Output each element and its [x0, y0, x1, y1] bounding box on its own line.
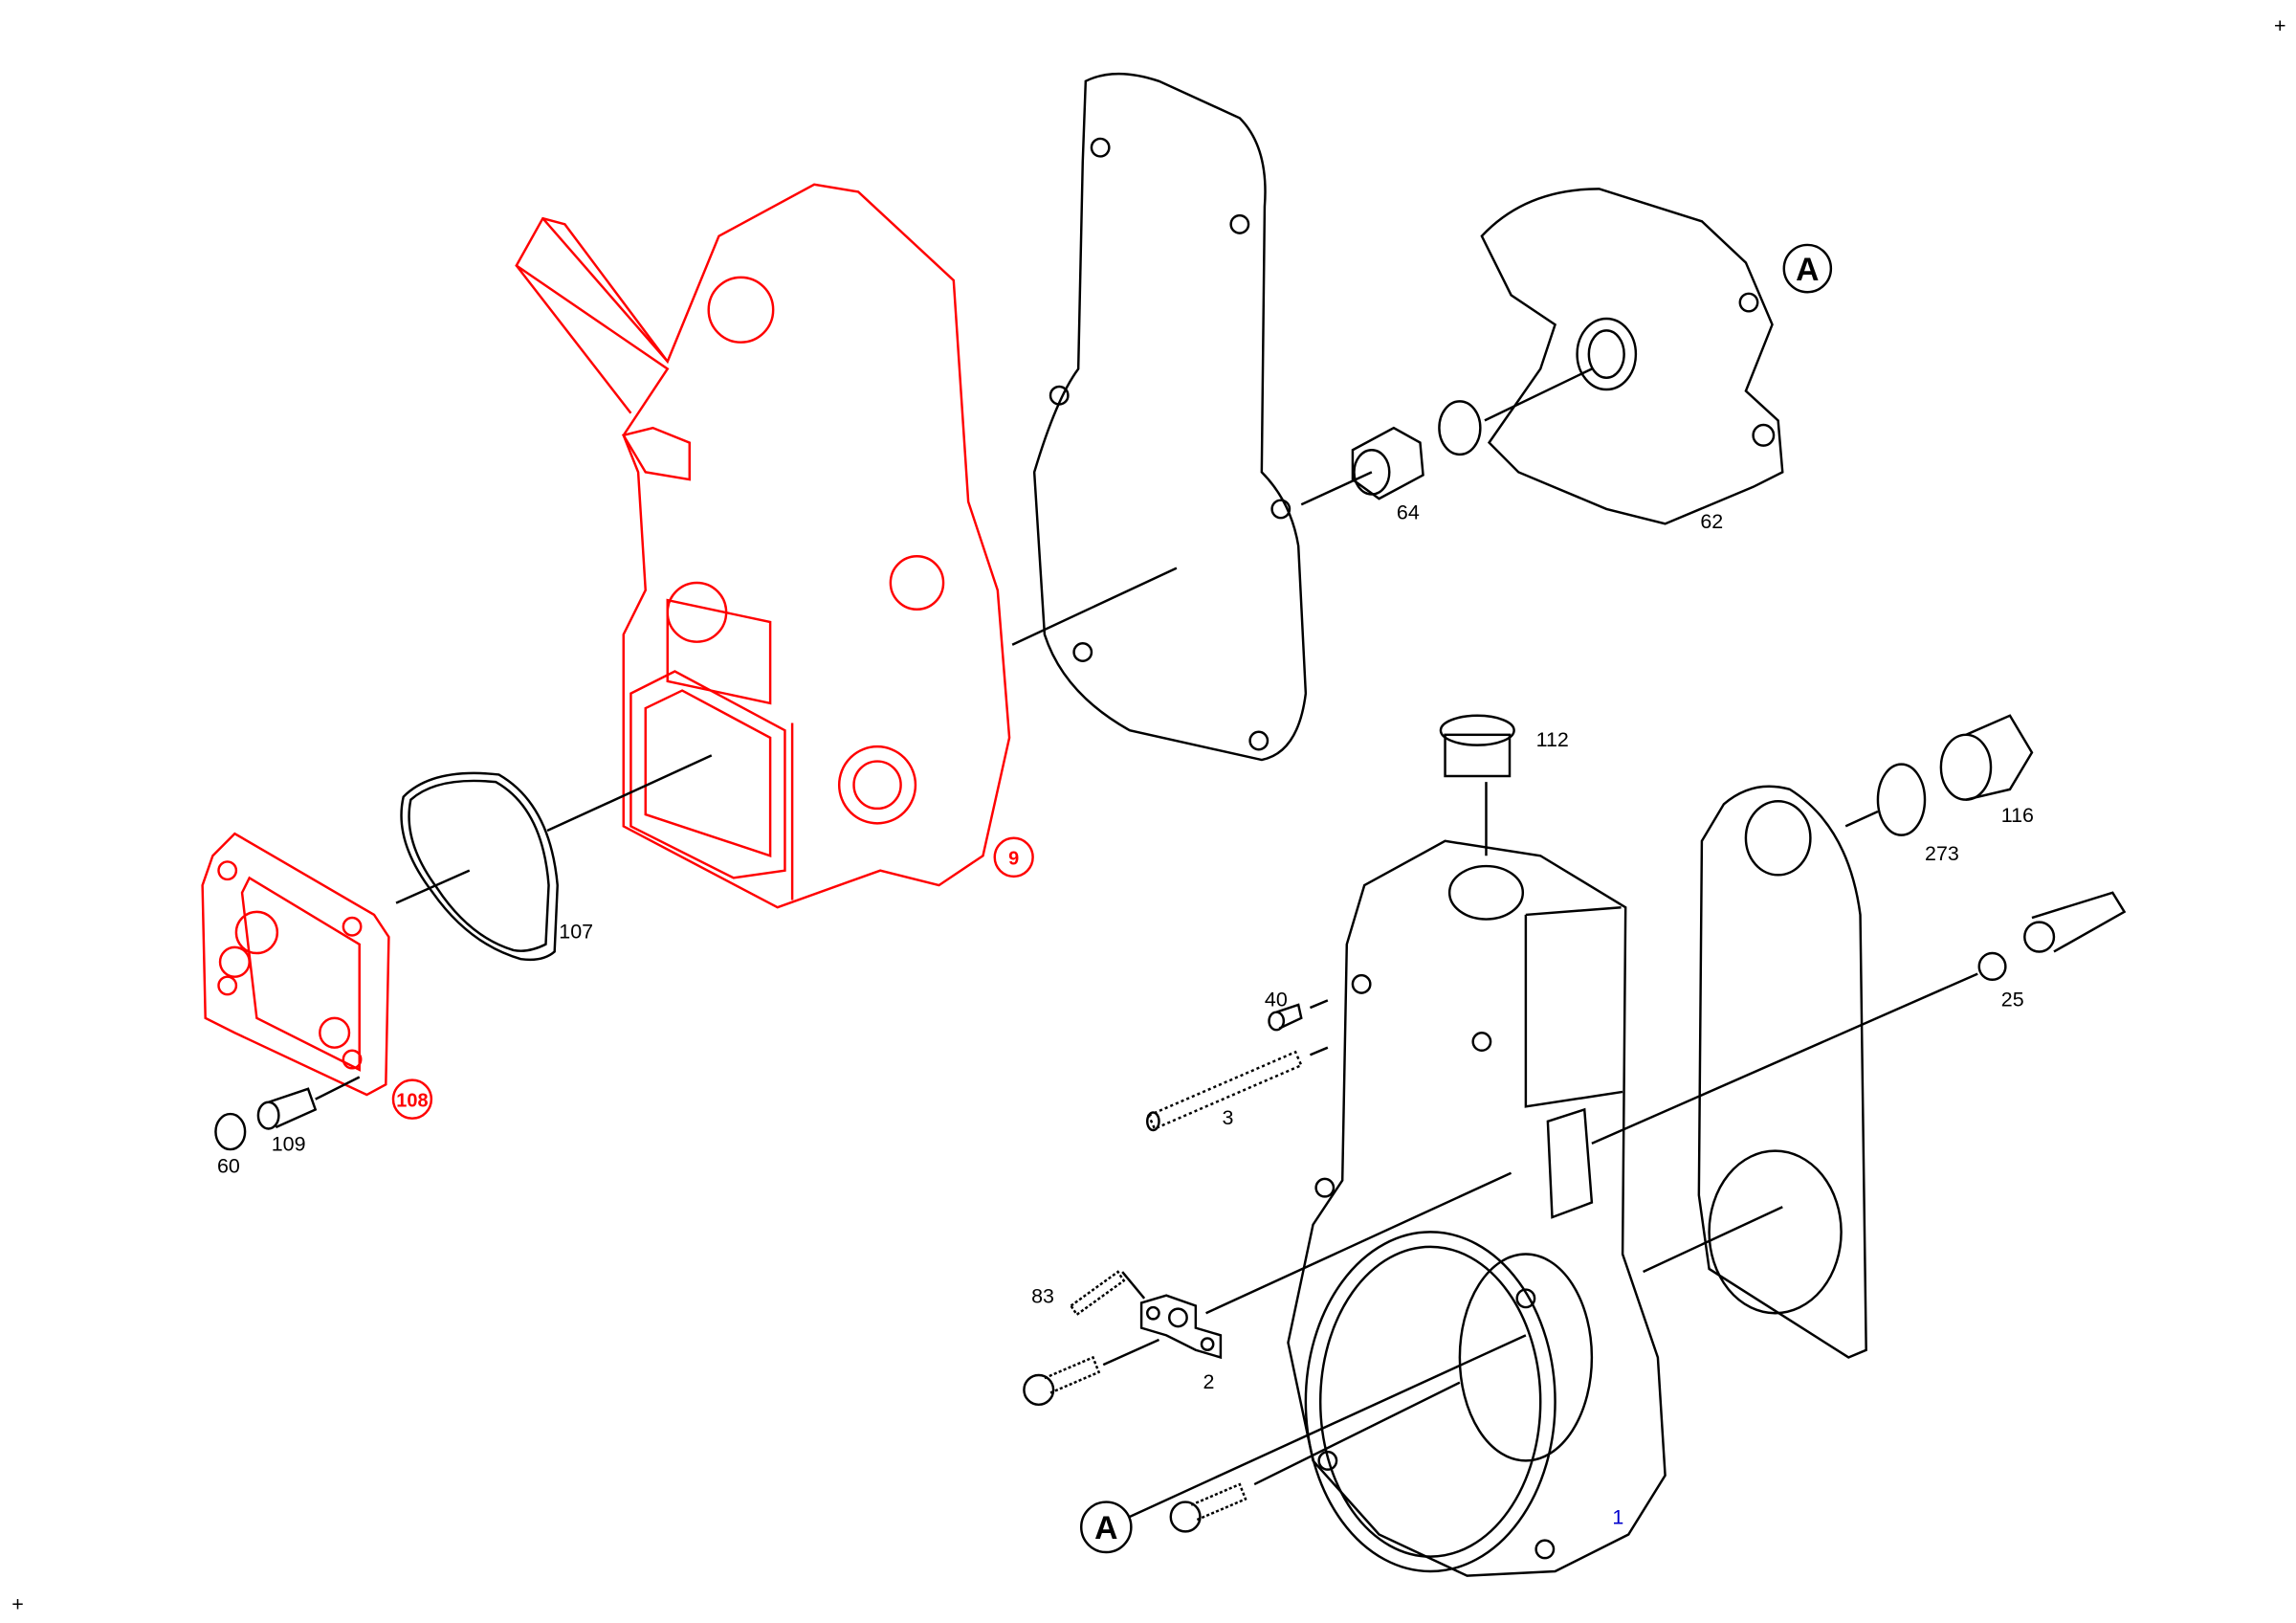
svg-text:9: 9	[1008, 848, 1019, 869]
callout-62: 62	[1700, 510, 1723, 533]
plug-part-112[interactable]	[1439, 714, 1515, 856]
o-ring-part-107[interactable]	[395, 754, 713, 962]
reference-a-top: A	[1782, 243, 1833, 294]
pin-part-40[interactable]	[1268, 999, 1329, 1032]
callout-107: 107	[559, 921, 593, 944]
callout-25: 25	[2001, 988, 2024, 1011]
callout-9: 9	[993, 836, 1034, 878]
ring-part[interactable]	[1438, 400, 1482, 456]
bracket-part-62[interactable]	[1480, 188, 1784, 525]
screw-part-upper[interactable]	[1023, 1338, 1160, 1407]
corner-mark-bottom-left: +	[11, 1593, 24, 1616]
callout-3: 3	[1222, 1106, 1233, 1129]
nut-part-64[interactable]	[1351, 426, 1424, 500]
ring-part-273[interactable]	[1876, 763, 1927, 836]
svg-text:108: 108	[396, 1090, 428, 1111]
svg-text:A: A	[1796, 252, 1819, 288]
callout-60: 60	[217, 1155, 240, 1178]
spring-part-83[interactable]	[1069, 1270, 1146, 1317]
cover-part-108[interactable]	[201, 832, 390, 1097]
callout-108: 108	[391, 1078, 433, 1120]
pump-body-part-9[interactable]	[515, 183, 1011, 909]
screw-part-lower[interactable]	[1169, 1381, 1461, 1533]
reference-a-bottom: A	[1079, 1334, 1527, 1554]
callout-273: 273	[1925, 842, 1959, 865]
callout-40: 40	[1265, 988, 1288, 1011]
callout-2: 2	[1203, 1370, 1215, 1393]
sleeve-part-116[interactable]	[1939, 714, 2034, 801]
svg-text:A: A	[1094, 1510, 1117, 1546]
housing-part-1[interactable]	[1287, 839, 1667, 1577]
corner-mark-top-right: +	[2274, 14, 2286, 37]
plug-screw-part-109[interactable]	[256, 1076, 361, 1130]
callout-64: 64	[1397, 501, 1420, 524]
callout-83: 83	[1031, 1284, 1054, 1307]
nut-part-25[interactable]	[1591, 891, 2127, 1145]
gasket-upper[interactable]	[1011, 72, 1373, 762]
callout-116: 116	[2001, 804, 2034, 827]
clip-part-2[interactable]	[1139, 1171, 1512, 1360]
callout-112: 112	[1536, 728, 1569, 751]
callout-109: 109	[272, 1133, 306, 1156]
gasket-lower[interactable]	[1643, 785, 1867, 1359]
callout-1: 1	[1612, 1506, 1623, 1529]
stud-part-3[interactable]	[1146, 1046, 1329, 1132]
seal-ring-part-60[interactable]	[214, 1112, 247, 1151]
